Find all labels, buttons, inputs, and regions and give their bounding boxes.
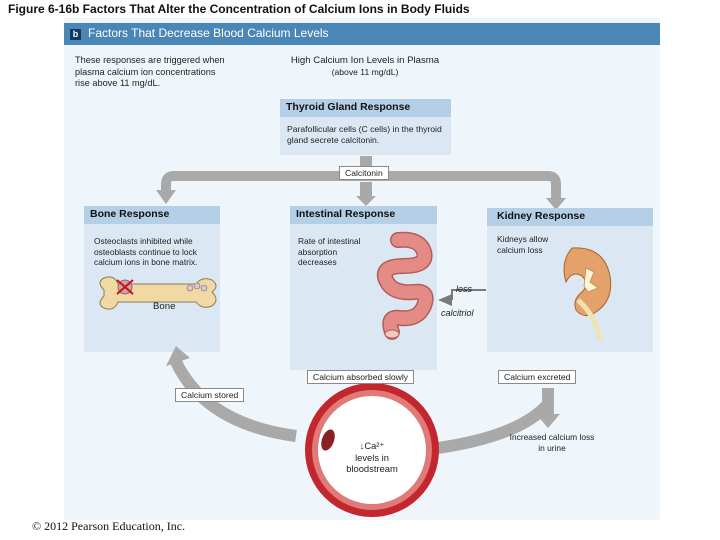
- kidney-box: [487, 226, 653, 352]
- down-arrow-icon: ↓: [359, 440, 365, 451]
- kidney-icon: [563, 247, 612, 341]
- trigger-title: High Calcium Ion Levels in Plasma: [290, 55, 440, 66]
- blood-calcium-text: levels in bloodstream: [346, 451, 398, 475]
- calcium-ion-label: Ca²⁺: [364, 440, 385, 451]
- kidney-text: Kidneys allow calcium loss: [497, 234, 549, 255]
- blood-calcium-label: ↓Ca²⁺ levels in bloodstream: [332, 440, 412, 475]
- calcitriol-label: calcitriol: [441, 308, 474, 318]
- intro-note: These responses are triggered when plasm…: [75, 55, 225, 88]
- bone-return-arrowhead: [166, 346, 190, 366]
- less-label: less: [456, 284, 473, 294]
- intestine-text: Rate of intestinal absorption decreases: [298, 236, 361, 267]
- calcitriol-arrowhead: [438, 294, 452, 306]
- bone-text: Osteoclasts inhibited while osteoblasts …: [94, 236, 198, 267]
- panel-badge: b: [70, 29, 81, 40]
- to-bone-arrowhead: [156, 190, 176, 204]
- blood-vessel-icon: [305, 383, 439, 517]
- calcitonin-label: Calcitonin: [339, 166, 389, 180]
- bone-return-arrow: [170, 359, 297, 442]
- trigger-subtitle: (above 11 mg/dL): [331, 67, 399, 77]
- kidney-outcome: Increased calcium loss in urine: [509, 432, 595, 453]
- copyright: © 2012 Pearson Education, Inc.: [32, 519, 186, 533]
- to-kidney-arrowhead: [546, 198, 566, 210]
- intestine-result: Calcium absorbed slowly: [307, 370, 415, 384]
- kidney-result: Calcium excreted: [498, 370, 577, 384]
- bone-icon: [99, 276, 217, 310]
- kidney-box-title: Kidney Response: [487, 208, 653, 226]
- figure-title: Figure 6-16b Factors That Alter the Conc…: [8, 2, 470, 16]
- kidney-down-arrowhead: [536, 414, 560, 428]
- panel-title: Factors That Decrease Blood Calcium Leve…: [88, 26, 329, 40]
- bone-image-label: Bone: [153, 301, 176, 312]
- panel-header: [64, 23, 660, 45]
- intestine-box-title: Intestinal Response: [290, 206, 437, 224]
- bone-result: Calcium stored: [175, 388, 245, 402]
- intestine-icon: [376, 231, 434, 340]
- to-intestine-arrow: [360, 182, 372, 196]
- thyroid-box: [280, 117, 451, 155]
- to-intestine-arrowhead: [356, 196, 376, 206]
- thyroid-text: Parafollicular cells (C cells) in the th…: [287, 124, 442, 145]
- thyroid-box-title: Thyroid Gland Response: [280, 99, 451, 117]
- thyroid-connector-arrow: [360, 156, 372, 166]
- bone-box-title: Bone Response: [84, 206, 220, 224]
